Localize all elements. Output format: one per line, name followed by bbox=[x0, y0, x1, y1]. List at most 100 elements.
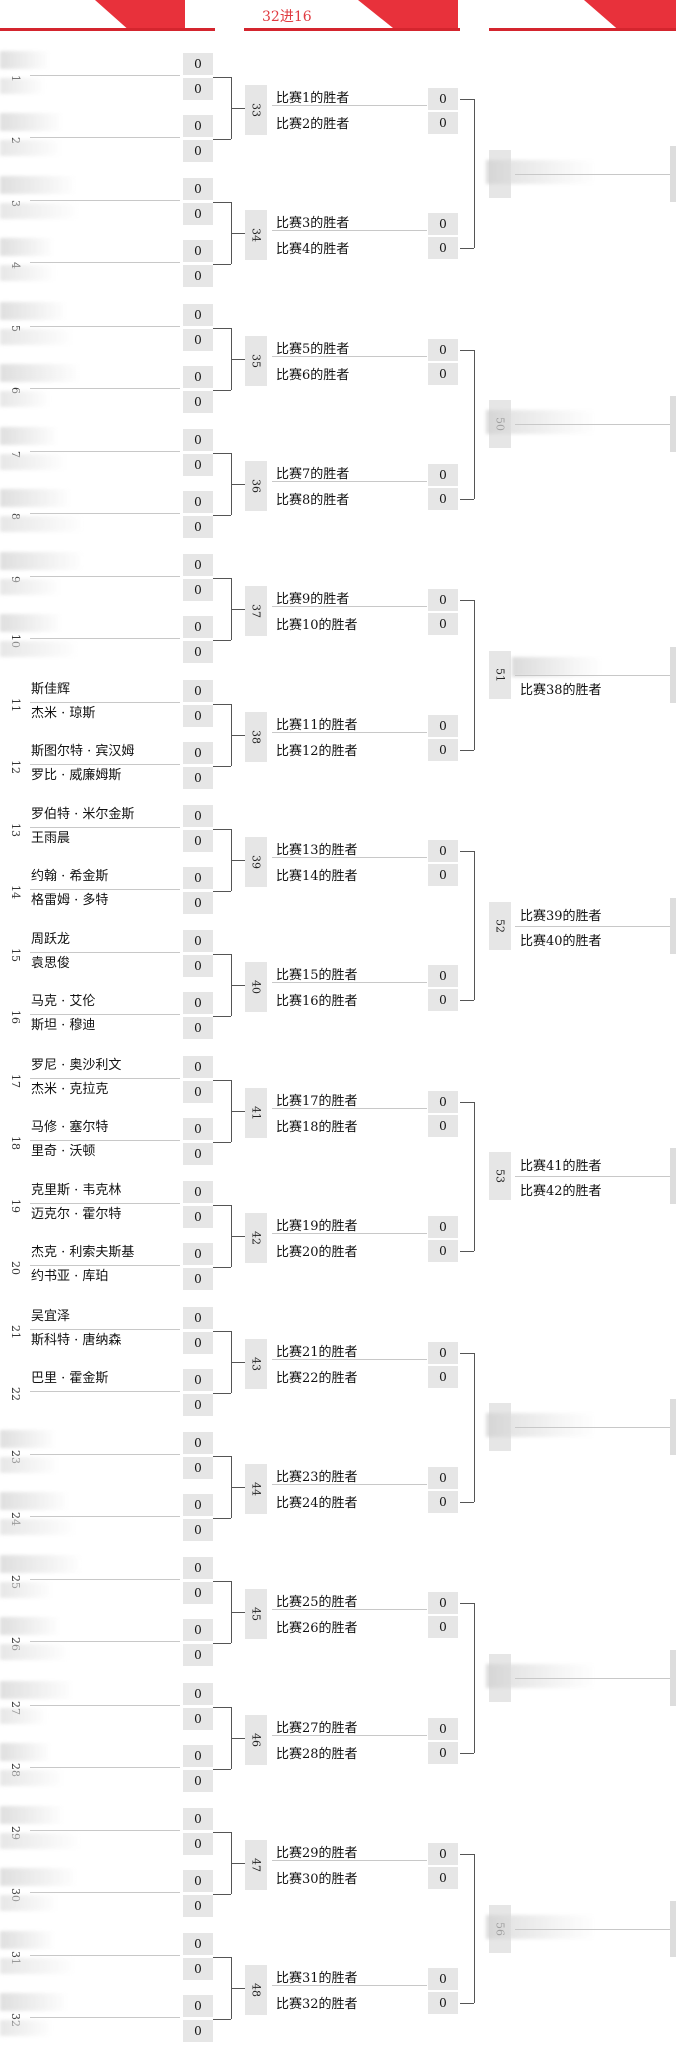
player-name[interactable]: 周跃龙 bbox=[31, 932, 71, 948]
player-name[interactable]: 吴宜泽 bbox=[31, 1308, 71, 1324]
player-photo-placeholder bbox=[0, 1582, 53, 1599]
winner-placeholder[interactable]: 比赛42的胜者 bbox=[520, 1184, 602, 1200]
winner-placeholder[interactable]: 比赛2的胜者 bbox=[276, 117, 350, 132]
player-name[interactable]: 格雷姆 · 多特 bbox=[31, 893, 109, 909]
player-photo-placeholder bbox=[0, 2020, 52, 2037]
player-score: 0 bbox=[428, 714, 458, 737]
connector bbox=[231, 734, 245, 736]
player-name[interactable]: 马克 · 艾伦 bbox=[31, 994, 96, 1010]
player-score: 0 bbox=[183, 1055, 213, 1078]
winner-placeholder[interactable]: 比赛22的胜者 bbox=[276, 1370, 358, 1386]
winner-placeholder[interactable]: 比赛31的胜者 bbox=[276, 1971, 358, 1987]
player-name[interactable]: 罗比 · 威廉姆斯 bbox=[31, 767, 122, 783]
winner-placeholder[interactable]: 比赛38的胜者 bbox=[520, 683, 602, 699]
player-name[interactable]: 马修 · 塞尔特 bbox=[31, 1119, 109, 1135]
player-photo-placeholder bbox=[0, 363, 80, 382]
player-name[interactable]: 杰米 · 克拉克 bbox=[31, 1081, 109, 1097]
player-name[interactable]: 克里斯 · 韦克林 bbox=[31, 1183, 122, 1199]
seed-number: 12 bbox=[9, 759, 22, 774]
player-score: 0 bbox=[183, 679, 213, 702]
winner-placeholder[interactable]: 比赛16的胜者 bbox=[276, 994, 358, 1010]
row-divider bbox=[30, 1390, 180, 1392]
winner-placeholder[interactable]: 比赛17的胜者 bbox=[276, 1093, 358, 1109]
connector bbox=[231, 108, 245, 109]
winner-placeholder[interactable]: 比赛13的胜者 bbox=[276, 843, 358, 859]
winner-placeholder[interactable]: 比赛1的胜者 bbox=[276, 91, 350, 106]
winner-placeholder[interactable]: 比赛12的胜者 bbox=[276, 743, 358, 759]
row-divider bbox=[30, 1453, 180, 1455]
connector bbox=[460, 600, 474, 602]
winner-placeholder[interactable]: 比赛24的胜者 bbox=[276, 1495, 358, 1511]
row-divider bbox=[30, 200, 180, 202]
winner-placeholder[interactable]: 比赛10的胜者 bbox=[276, 618, 358, 634]
row-divider bbox=[30, 1579, 180, 1581]
winner-placeholder[interactable]: 比赛29的胜者 bbox=[276, 1845, 358, 1861]
winner-placeholder[interactable]: 比赛19的胜者 bbox=[276, 1219, 358, 1235]
player-score: 0 bbox=[183, 1995, 213, 2018]
winner-placeholder[interactable]: 比赛26的胜者 bbox=[276, 1621, 358, 1637]
player-name[interactable]: 王雨晨 bbox=[31, 831, 71, 847]
player-name[interactable]: 里奇 · 沃顿 bbox=[31, 1143, 96, 1159]
winner-placeholder[interactable]: 比赛3的胜者 bbox=[276, 216, 350, 232]
match-number: 46 bbox=[245, 1714, 267, 1765]
match-number-text: 34 bbox=[249, 228, 263, 243]
match-number: 39 bbox=[245, 837, 267, 888]
winner-placeholder[interactable]: 比赛6的胜者 bbox=[276, 367, 350, 383]
player-name[interactable]: 约翰 · 希金斯 bbox=[31, 869, 109, 885]
next-round-edge bbox=[670, 1900, 676, 1957]
player-name[interactable]: 罗伯特 · 米尔金斯 bbox=[31, 807, 135, 823]
seed-number: 22 bbox=[9, 1386, 22, 1401]
winner-placeholder[interactable]: 比赛20的胜者 bbox=[276, 1245, 358, 1261]
player-name[interactable]: 斯坦 · 穆迪 bbox=[31, 1018, 96, 1034]
player-score: 0 bbox=[183, 1080, 213, 1103]
round2-header-label: 32进16 bbox=[262, 9, 312, 25]
player-photo-placeholder bbox=[0, 1894, 58, 1911]
match-number: 43 bbox=[245, 1338, 267, 1389]
connector bbox=[460, 1352, 474, 1354]
winner-placeholder[interactable]: 比赛11的胜者 bbox=[276, 717, 358, 733]
player-name[interactable]: 杰克 · 利索夫斯基 bbox=[31, 1245, 135, 1261]
player-score: 0 bbox=[428, 237, 458, 260]
connector bbox=[213, 1330, 231, 1332]
player-score: 0 bbox=[183, 1117, 213, 1140]
connector bbox=[213, 891, 231, 893]
winner-placeholder[interactable]: 比赛32的胜者 bbox=[276, 1997, 358, 2013]
player-name[interactable]: 杰米 · 琼斯 bbox=[31, 705, 96, 721]
winner-placeholder[interactable]: 比赛7的胜者 bbox=[276, 467, 350, 483]
match-number-text: 36 bbox=[249, 479, 263, 494]
winner-placeholder[interactable]: 比赛41的胜者 bbox=[520, 1159, 602, 1175]
winner-placeholder[interactable]: 比赛9的胜者 bbox=[276, 592, 350, 608]
connector bbox=[231, 1862, 245, 1864]
match-number-text: 46 bbox=[249, 1732, 263, 1747]
winner-placeholder[interactable]: 比赛4的胜者 bbox=[276, 242, 350, 258]
player-name[interactable]: 巴里 · 霍金斯 bbox=[31, 1370, 109, 1386]
player-name[interactable]: 斯科特 · 唐纳森 bbox=[31, 1332, 122, 1348]
winner-placeholder[interactable]: 比赛23的胜者 bbox=[276, 1469, 358, 1485]
winner-placeholder[interactable]: 比赛15的胜者 bbox=[276, 968, 358, 984]
player-name[interactable]: 斯图尔特 · 宾汉姆 bbox=[31, 743, 135, 759]
winner-placeholder[interactable]: 比赛5的胜者 bbox=[276, 341, 350, 357]
winner-placeholder[interactable]: 比赛30的胜者 bbox=[276, 1871, 358, 1887]
player-name[interactable]: 迈克尔 · 霍尔特 bbox=[31, 1207, 122, 1223]
connector bbox=[213, 1392, 231, 1394]
winner-placeholder[interactable]: 比赛40的胜者 bbox=[520, 933, 602, 949]
player-photo-placeholder bbox=[0, 1958, 75, 1975]
player-name[interactable]: 罗尼 · 奥沙利文 bbox=[31, 1057, 122, 1073]
connector bbox=[213, 703, 231, 705]
winner-placeholder[interactable]: 比赛39的胜者 bbox=[520, 908, 602, 924]
player-score: 0 bbox=[428, 738, 458, 761]
player-name[interactable]: 斯佳辉 bbox=[31, 681, 71, 697]
player-name[interactable]: 约书亚 · 库珀 bbox=[31, 1269, 109, 1285]
winner-placeholder[interactable]: 比赛25的胜者 bbox=[276, 1595, 358, 1611]
player-score: 0 bbox=[428, 965, 458, 988]
winner-placeholder[interactable]: 比赛27的胜者 bbox=[276, 1720, 358, 1736]
winner-placeholder[interactable]: 比赛14的胜者 bbox=[276, 869, 358, 885]
player-score: 0 bbox=[428, 1717, 458, 1740]
winner-placeholder[interactable]: 比赛21的胜者 bbox=[276, 1344, 358, 1360]
player-name[interactable]: 袁思俊 bbox=[31, 956, 71, 972]
row-divider bbox=[30, 262, 180, 264]
winner-placeholder[interactable]: 比赛8的胜者 bbox=[276, 493, 350, 509]
winner-placeholder[interactable]: 比赛18的胜者 bbox=[276, 1119, 358, 1135]
winner-placeholder[interactable]: 比赛28的胜者 bbox=[276, 1746, 358, 1762]
player-score: 0 bbox=[428, 1866, 458, 1889]
